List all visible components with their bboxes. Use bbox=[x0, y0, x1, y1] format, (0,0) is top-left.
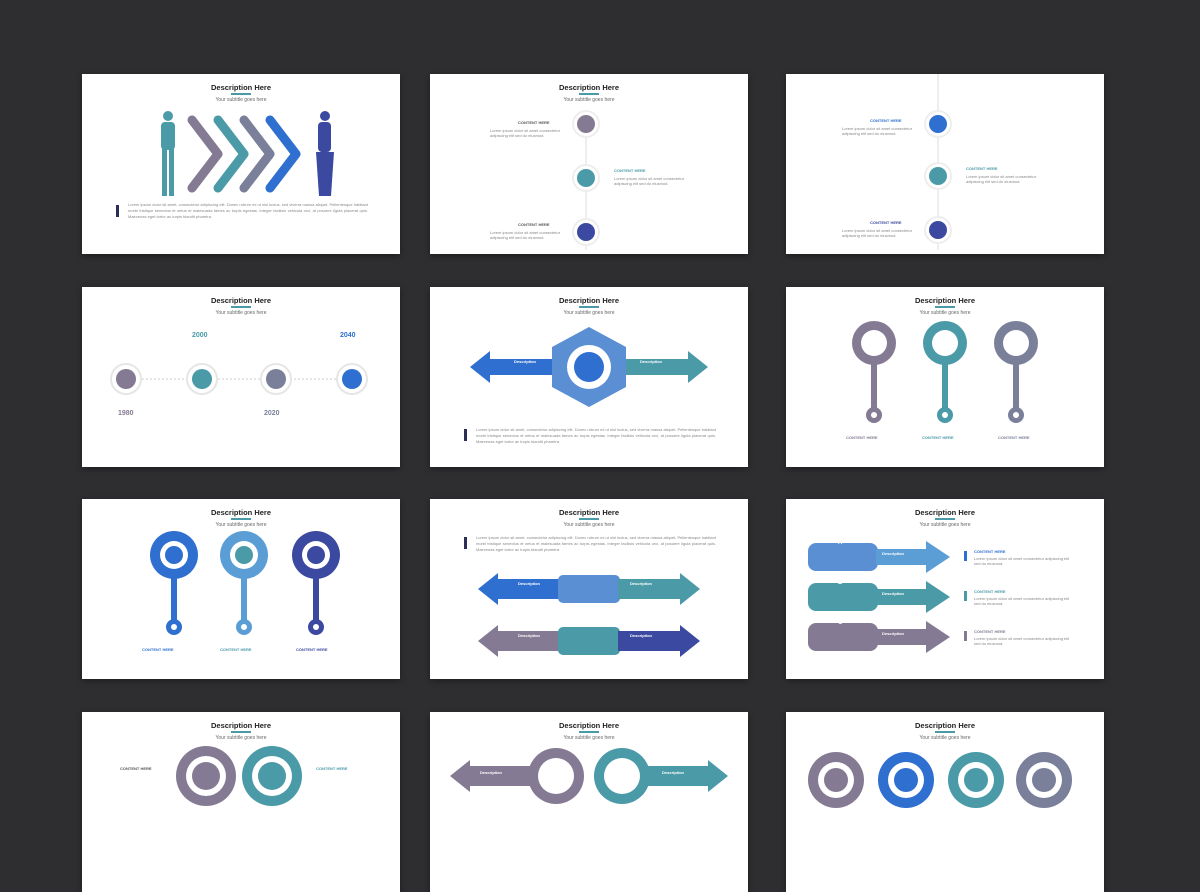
slide-subtitle: Your subtitle goes here bbox=[563, 522, 615, 528]
sliders-icon bbox=[1032, 768, 1056, 792]
description-label: Description bbox=[514, 359, 537, 364]
content-label: CONTENT HERE bbox=[846, 435, 878, 440]
slide-title: Description Here bbox=[914, 721, 976, 730]
chevron-arrow-icon bbox=[161, 111, 334, 196]
slide-subtitle: Your subtitle goes here bbox=[215, 522, 267, 528]
globe-icon bbox=[894, 768, 918, 792]
letter-c: C bbox=[838, 620, 843, 626]
description-label: Description bbox=[518, 581, 541, 586]
letter-a: A bbox=[838, 540, 843, 546]
slide-8-double-arrows[interactable]: Description Here Your subtitle goes here… bbox=[430, 499, 748, 679]
content-label: CONTENT HERE bbox=[966, 166, 998, 171]
description-label: Description bbox=[882, 551, 905, 556]
slide-thumbnail-grid: Description Here Your subtitle goes here bbox=[82, 74, 1104, 892]
content-label: CONTENT HERE bbox=[220, 647, 252, 652]
people-silhouette-icon bbox=[161, 111, 175, 196]
description-label: Description bbox=[630, 633, 653, 638]
slide-subtitle: Your subtitle goes here bbox=[919, 310, 971, 316]
slide-subtitle: Your subtitle goes here bbox=[919, 522, 971, 528]
slide-10-circles-pair[interactable]: Description Here Your subtitle goes here… bbox=[82, 712, 400, 892]
slide-title: Description Here bbox=[210, 721, 272, 730]
slide-1-silhouettes-chevrons[interactable]: Description Here Your subtitle goes here bbox=[82, 74, 400, 254]
slide-5-hexagon-arrows[interactable]: Description Here Your subtitle goes here… bbox=[430, 287, 748, 467]
slide-title: Description Here bbox=[558, 83, 620, 92]
letter-a: A bbox=[586, 570, 591, 576]
people-silhouette-icon bbox=[316, 111, 334, 196]
description-label: Description bbox=[662, 770, 685, 775]
slide-7-pins-blue[interactable]: Description Here Your subtitle goes here… bbox=[82, 499, 400, 679]
body-paragraph: Lorem ipsum dolor sit amet, consectetur … bbox=[476, 427, 716, 444]
slide-4-horizontal-timeline[interactable]: Description Here Your subtitle goes here… bbox=[82, 287, 400, 467]
database-icon bbox=[964, 768, 988, 792]
description-label: Description bbox=[480, 770, 503, 775]
content-label: CONTENT HERE bbox=[518, 222, 550, 227]
content-label: CONTENT HERE bbox=[974, 629, 1006, 634]
slide-subtitle: Your subtitle goes here bbox=[215, 735, 267, 741]
content-label: CONTENT HERE bbox=[296, 647, 328, 652]
pin-icon bbox=[150, 531, 340, 635]
slide-12-four-circles[interactable]: Description Here Your subtitle goes here bbox=[786, 712, 1104, 892]
slide-subtitle: Your subtitle goes here bbox=[563, 735, 615, 741]
description-label: Description bbox=[518, 633, 541, 638]
slide-subtitle: Your subtitle goes here bbox=[215, 310, 267, 316]
description-label: Description bbox=[882, 591, 905, 596]
content-label: CONTENT HERE bbox=[974, 589, 1006, 594]
content-label: CONTENT HERE bbox=[974, 549, 1006, 554]
content-label: CONTENT HERE bbox=[316, 766, 348, 771]
letter-b: B bbox=[586, 622, 591, 628]
slide-11-arrows-circles[interactable]: Description Here Your subtitle goes here… bbox=[430, 712, 748, 892]
slide-subtitle: Your subtitle goes here bbox=[215, 97, 267, 103]
description-label: Description bbox=[630, 581, 653, 586]
content-label: CONTENT HERE bbox=[998, 435, 1030, 440]
slide-subtitle: Your subtitle goes here bbox=[563, 310, 615, 316]
slide-title: Description Here bbox=[210, 296, 272, 305]
description-label: Description bbox=[882, 631, 905, 636]
content-label: CONTENT HERE bbox=[120, 766, 152, 771]
content-label: CONTENT HERE bbox=[870, 118, 902, 123]
content-label: CONTENT HERE bbox=[614, 168, 646, 173]
slide-subtitle: Your subtitle goes here bbox=[919, 735, 971, 741]
year-2020: 2020 bbox=[264, 410, 280, 417]
content-label: CONTENT HERE bbox=[922, 435, 954, 440]
content-label: CONTENT HERE bbox=[518, 120, 550, 125]
slide-subtitle: Your subtitle goes here bbox=[563, 97, 615, 103]
slide-title: Description Here bbox=[210, 83, 272, 92]
description-label: Description bbox=[640, 359, 663, 364]
body-paragraph: Lorem ipsum dolor sit amet, consectetur … bbox=[476, 535, 716, 552]
slide-title: Description Here bbox=[558, 296, 620, 305]
slide-title: Description Here bbox=[558, 508, 620, 517]
slide-title: Description Here bbox=[914, 296, 976, 305]
slide-2-vertical-timeline[interactable]: Description Here Your subtitle goes here… bbox=[430, 74, 748, 254]
slide-title: Description Here bbox=[914, 508, 976, 517]
gear-icon bbox=[574, 352, 604, 382]
year-1980: 1980 bbox=[118, 410, 134, 417]
slide-6-pins[interactable]: Description Here Your subtitle goes here… bbox=[786, 287, 1104, 467]
pin-icon bbox=[852, 321, 1038, 423]
year-2040: 2040 bbox=[340, 332, 356, 339]
content-label: CONTENT HERE bbox=[142, 647, 174, 652]
content-label: CONTENT HERE bbox=[870, 220, 902, 225]
slide-title: Description Here bbox=[210, 508, 272, 517]
slide-9-cylinder-arrows[interactable]: Description Here Your subtitle goes here… bbox=[786, 499, 1104, 679]
body-paragraph: Lorem ipsum dolor sit amet, consectetur … bbox=[128, 202, 368, 219]
slide-3-vertical-timeline-blue[interactable]: CONTENT HERE Lorem ipsum dolor sit amet … bbox=[786, 74, 1104, 254]
letter-b: B bbox=[838, 580, 843, 586]
slide-title: Description Here bbox=[558, 721, 620, 730]
year-2000: 2000 bbox=[192, 332, 208, 339]
